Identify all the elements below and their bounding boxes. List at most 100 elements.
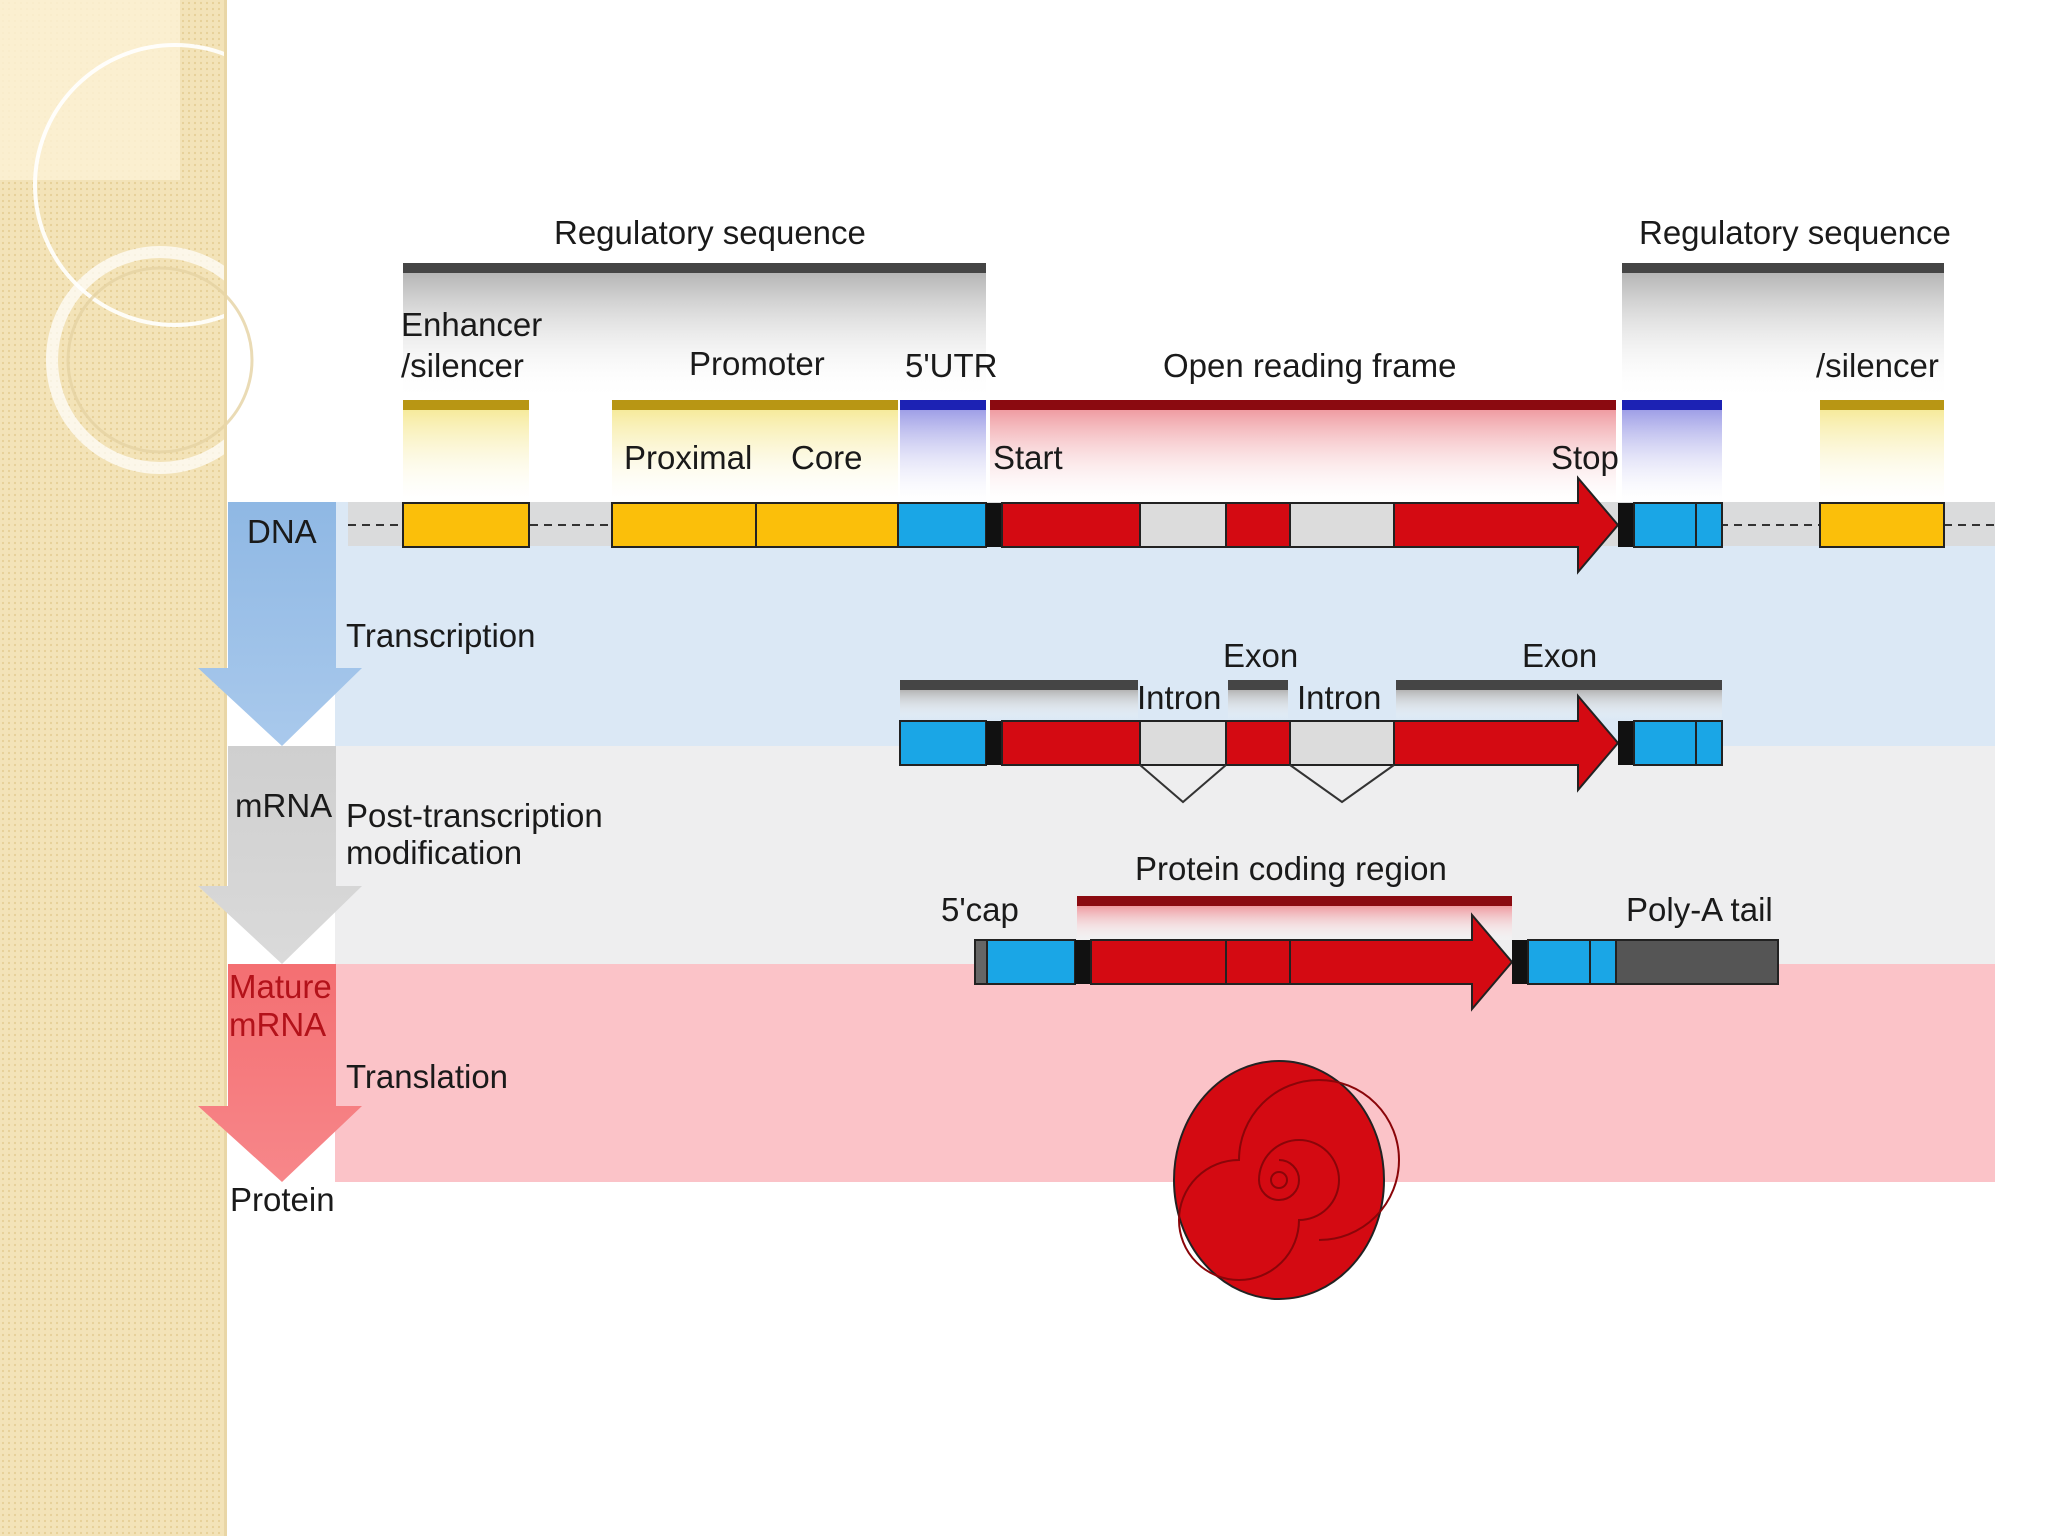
mature-start-marker [1075, 940, 1091, 984]
promoter-bar [612, 400, 898, 410]
dna-silencer-box [1819, 502, 1945, 548]
utr5-shade [900, 409, 986, 502]
mature-exon-2 [1225, 939, 1291, 985]
dna-exon-1 [1001, 502, 1141, 548]
sidebar-divider [224, 0, 227, 1536]
enhancer-shade [403, 409, 529, 502]
dna-intron-1 [1139, 502, 1227, 548]
mrna-stop-marker [1618, 721, 1634, 765]
protein-coding-shade [1077, 906, 1512, 940]
orf-bar [990, 400, 1616, 410]
core-label: Core [791, 439, 863, 476]
translation-arrow [198, 964, 362, 1182]
exon-bar-left-shade [900, 690, 1138, 720]
mature-utr3-box-a [1527, 939, 1591, 985]
exon-bar-center-shade [1228, 690, 1288, 720]
transcription-label: Transcription [346, 617, 536, 654]
regulatory-left-bar [403, 263, 986, 273]
enhancer-label-line1: Enhancer [401, 306, 542, 343]
mature-exon-1 [1090, 939, 1227, 985]
exon-bar-right [1396, 680, 1722, 690]
regulatory-left-label: Regulatory sequence [554, 214, 866, 251]
exon-bar-left [900, 680, 1138, 690]
orf-shade [990, 409, 1616, 502]
dna-intron-2 [1289, 502, 1395, 548]
transcription-arrow [198, 502, 362, 746]
translation-label: Translation [346, 1058, 508, 1095]
mrna-exon-3-arrow [1393, 693, 1620, 793]
exon-right-label: Exon [1522, 637, 1597, 674]
dna-proximal-box [611, 502, 757, 548]
splice-junction-1 [1139, 764, 1227, 804]
enhancer-label-line2: /silencer [401, 347, 524, 384]
silencer-right-bar [1820, 400, 1944, 410]
mrna-exon-2 [1225, 720, 1291, 766]
mature-mrna-label-line1: Mature [229, 968, 332, 1005]
intron-left-label: Intron [1137, 679, 1221, 716]
dna-label: DNA [247, 513, 317, 550]
mature-stop-marker [1512, 940, 1528, 984]
utr3-bar [1622, 400, 1722, 410]
mrna-utr5-box [899, 720, 987, 766]
post-transcription-label-line1: Post-transcription [346, 797, 603, 834]
mature-exon-3-arrow [1289, 912, 1514, 1012]
mature-utr3-box-b [1589, 939, 1617, 985]
exon-center-label: Exon [1223, 637, 1298, 674]
polya-label: Poly-A tail [1626, 891, 1773, 928]
exon-bar-center [1228, 680, 1288, 690]
promoter-label: Promoter [689, 345, 825, 382]
utr5-label: 5'UTR [905, 347, 997, 384]
post-transcription-label-line2: modification [346, 834, 522, 871]
sidebar-ring-small-inner [66, 266, 254, 454]
dna-utr3-box-b [1695, 502, 1723, 548]
dna-utr3-box-a [1633, 502, 1697, 548]
mrna-utr3-box-a [1633, 720, 1697, 766]
regulatory-right-bar [1622, 263, 1944, 273]
promoter-shade [612, 409, 898, 502]
mrna-exon-1 [1001, 720, 1141, 766]
dna-exon-3-arrow [1393, 475, 1620, 575]
mature-cap [974, 939, 988, 985]
dna-utr5-box [897, 502, 987, 548]
exon-bar-right-shade [1396, 690, 1722, 720]
orf-label: Open reading frame [1163, 347, 1457, 384]
cap5-label: 5'cap [941, 891, 1019, 928]
polya-tail-box [1615, 939, 1779, 985]
mature-mrna-label-line2: mRNA [229, 1006, 326, 1043]
dna-stop-marker [1618, 503, 1634, 547]
silencer-right-label: /silencer [1816, 347, 1939, 384]
mrna-utr3-box-b [1695, 720, 1723, 766]
silencer-right-shade [1820, 409, 1944, 502]
protein-label: Protein [230, 1181, 335, 1218]
utr3-shade [1622, 409, 1722, 502]
regulatory-left-bracket-shade [403, 272, 986, 400]
enhancer-bar [403, 400, 529, 410]
mrna-start-marker [986, 721, 1002, 765]
protein-coding-label: Protein coding region [1135, 850, 1447, 887]
mature-utr5-box [986, 939, 1076, 985]
dna-exon-2 [1225, 502, 1291, 548]
dna-start-marker [986, 503, 1002, 547]
protein-icon [1173, 1060, 1400, 1300]
mrna-label: mRNA [235, 787, 332, 824]
sidebar-ring-small [46, 246, 274, 474]
regulatory-right-label: Regulatory sequence [1639, 214, 1951, 251]
intron-right-label: Intron [1297, 679, 1381, 716]
splice-junction-2 [1289, 764, 1395, 804]
start-label: Start [993, 439, 1063, 476]
protein-coding-bar [1077, 896, 1512, 906]
stop-label: Stop [1551, 439, 1619, 476]
dna-core-box [755, 502, 899, 548]
proximal-label: Proximal [624, 439, 752, 476]
sidebar-panel [0, 0, 227, 1536]
sidebar-corner-tile [0, 0, 180, 180]
utr5-bar [900, 400, 986, 410]
regulatory-right-bracket-shade [1622, 272, 1944, 400]
mrna-intron-1 [1139, 720, 1227, 766]
mrna-intron-2 [1289, 720, 1395, 766]
translation-band [335, 964, 1995, 1182]
post-transcription-arrow [198, 746, 362, 964]
dna-enhancer-box [402, 502, 530, 548]
sidebar-ring-large [33, 43, 317, 327]
